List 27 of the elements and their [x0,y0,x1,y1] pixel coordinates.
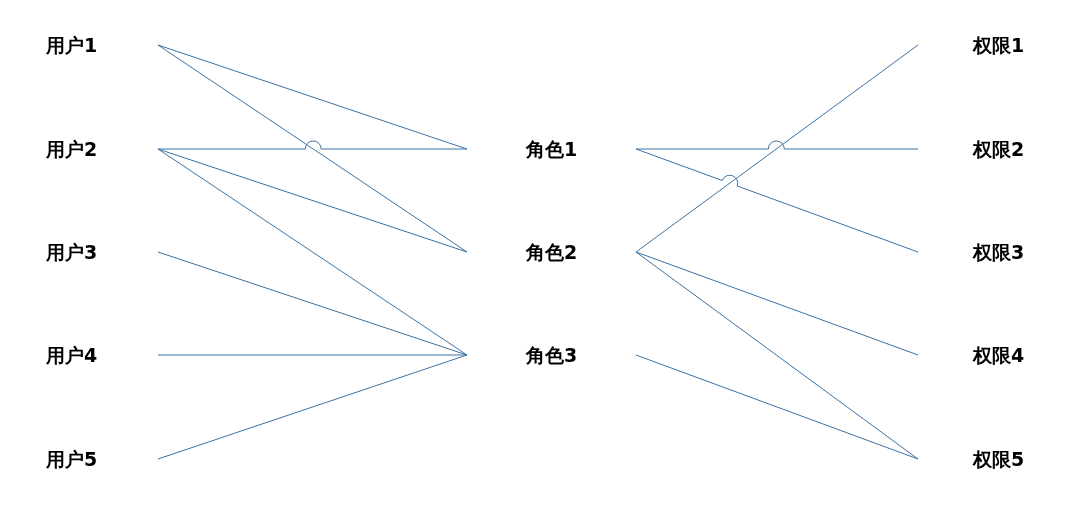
connector-line [157,44,468,253]
node-label: 用户5 [46,448,98,470]
connector-line [157,251,468,356]
node-label: 权限2 [973,138,1025,160]
connector-line [635,148,919,253]
node-label: 角色1 [525,138,578,160]
connector-line [635,44,919,253]
node-label: 用户1 [46,34,98,56]
connector-line [635,354,919,460]
connector-line [157,148,468,253]
node-label: 角色2 [525,241,578,263]
node-label: 用户4 [46,344,98,366]
connector-line [157,44,468,150]
node-label: 权限4 [973,344,1025,366]
node-label: 权限1 [973,34,1025,56]
node-label: 权限3 [973,241,1025,263]
node-label: 用户3 [46,241,98,263]
node-label: 权限5 [973,448,1025,470]
connector-line [635,251,919,460]
connector-line [635,251,919,356]
connector-line [157,354,468,460]
connector-line [157,148,468,356]
connector-line [635,140,919,150]
connector-line [157,354,468,356]
connector-line [157,140,468,150]
node-label: 用户2 [46,138,98,160]
node-label: 角色3 [525,344,578,366]
